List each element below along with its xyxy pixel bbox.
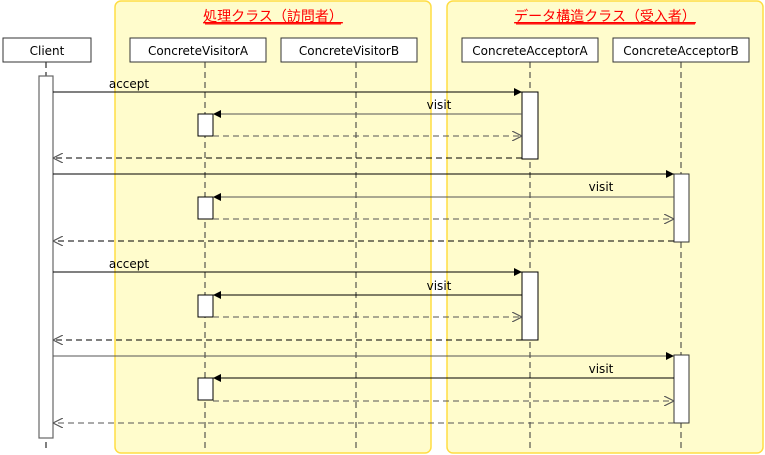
message-label-visit: visit: [589, 362, 614, 376]
lifeline-header-acceptor-b: ConcreteAcceptorB: [612, 37, 750, 63]
activation-acceptor-a: [521, 271, 539, 341]
lifeline-label: ConcreteVisitorB: [299, 44, 399, 58]
group-title-visitors: 処理クラス（訪問者）: [203, 9, 343, 25]
message-label-accept: accept: [109, 257, 150, 271]
activation-acceptor-a: [521, 91, 539, 160]
lifeline-header-acceptor-a: ConcreteAcceptorA: [461, 37, 599, 63]
lifeline-header-visitor-a: ConcreteVisitorA: [129, 37, 267, 63]
activation-visitor-a: [197, 196, 214, 220]
lifeline-label: Client: [30, 44, 65, 58]
lifeline-header-client: Client: [2, 37, 92, 63]
lifeline-label: ConcreteAcceptorA: [472, 44, 588, 58]
lifeline-label: ConcreteAcceptorB: [623, 44, 738, 58]
group-frame-visitors: [114, 0, 432, 454]
activation-acceptor-b: [673, 173, 690, 243]
message-label-visit: visit: [427, 98, 452, 112]
group-title-acceptors: データ構造クラス（受入者）: [514, 8, 696, 25]
activation-visitor-a: [197, 113, 214, 137]
message-label-accept: accept: [109, 77, 150, 91]
message-label-visit: visit: [427, 279, 452, 293]
group-frame-acceptors: [446, 0, 764, 454]
activation-visitor-a: [197, 294, 214, 318]
activation-client: [38, 75, 54, 439]
message-label-visit: visit: [589, 180, 614, 194]
lifeline-header-visitor-b: ConcreteVisitorB: [280, 37, 418, 63]
activation-acceptor-b: [673, 354, 690, 424]
lifeline-label: ConcreteVisitorA: [148, 44, 249, 58]
activation-visitor-a: [197, 377, 214, 401]
